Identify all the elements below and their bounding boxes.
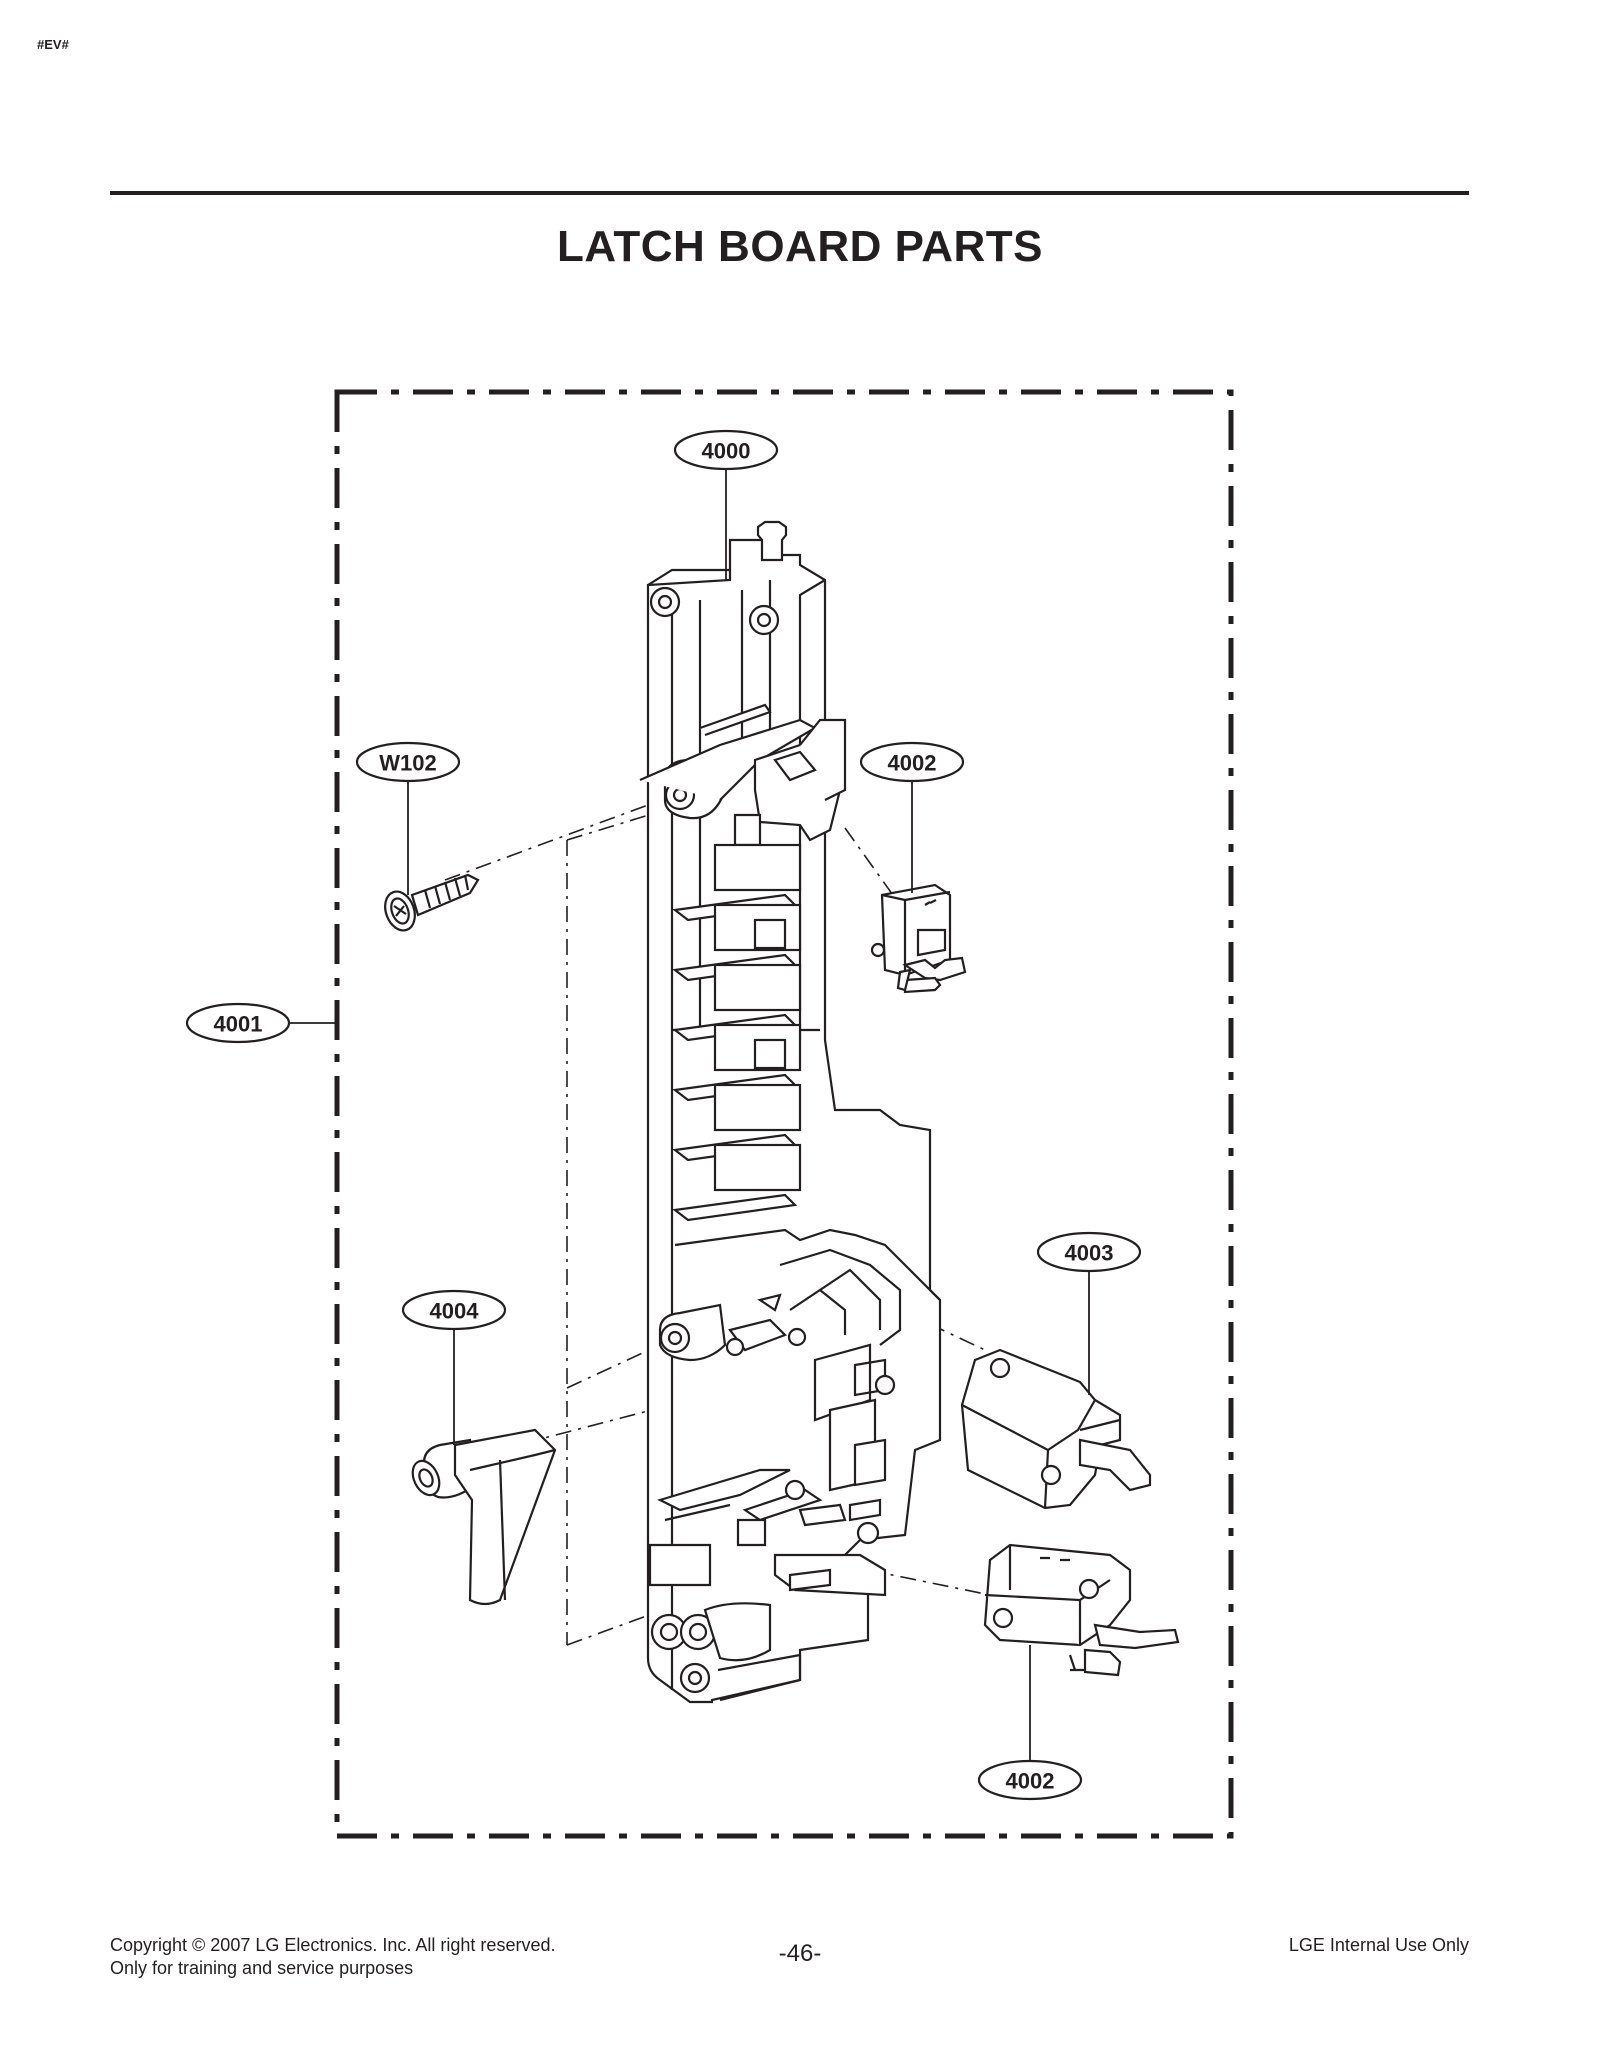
callout-label-w102: W102 [379,751,436,776]
callout-label-4002-lower: 4002 [1006,1769,1055,1794]
footer-copyright-block: Copyright © 2007 LG Electronics. Inc. Al… [110,1934,555,1980]
callout-w102 [355,741,461,783]
header-rule [110,191,1469,195]
leader-lines [289,465,1090,1762]
latch-lever [411,1428,557,1606]
switch-4002-lower [983,1543,1180,1677]
callout-label-4003: 4003 [1065,1241,1114,1266]
document-tag: #EV# [37,37,69,52]
screw [384,873,480,932]
callout-label-4000: 4000 [702,439,751,464]
footer-purpose: Only for training and service purposes [110,1958,414,1978]
callout-4003 [1036,1231,1142,1273]
callout-label-4002-upper: 4002 [888,751,937,776]
callout-bubbles [185,429,1142,1801]
latch-board [639,520,942,1704]
callout-4000 [673,429,779,471]
assembly-boundary [334,389,1234,1839]
switch-4003 [960,1348,1152,1510]
callout-4001 [185,1002,291,1044]
callout-4004 [401,1289,507,1331]
footer-copyright: Copyright © 2007 LG Electronics. Inc. Al… [110,1935,556,1955]
callout-label-4001: 4001 [214,1012,263,1037]
page-number: -46- [778,1940,822,1967]
switch-4002-upper [870,883,967,994]
page-title: LATCH BOARD PARTS [557,222,1043,271]
callout-4002-lower [977,1759,1083,1801]
callout-4002-upper [859,741,965,783]
footer-internal: LGE Internal Use Only [1288,1935,1469,1955]
callout-label-4004: 4004 [430,1299,480,1324]
